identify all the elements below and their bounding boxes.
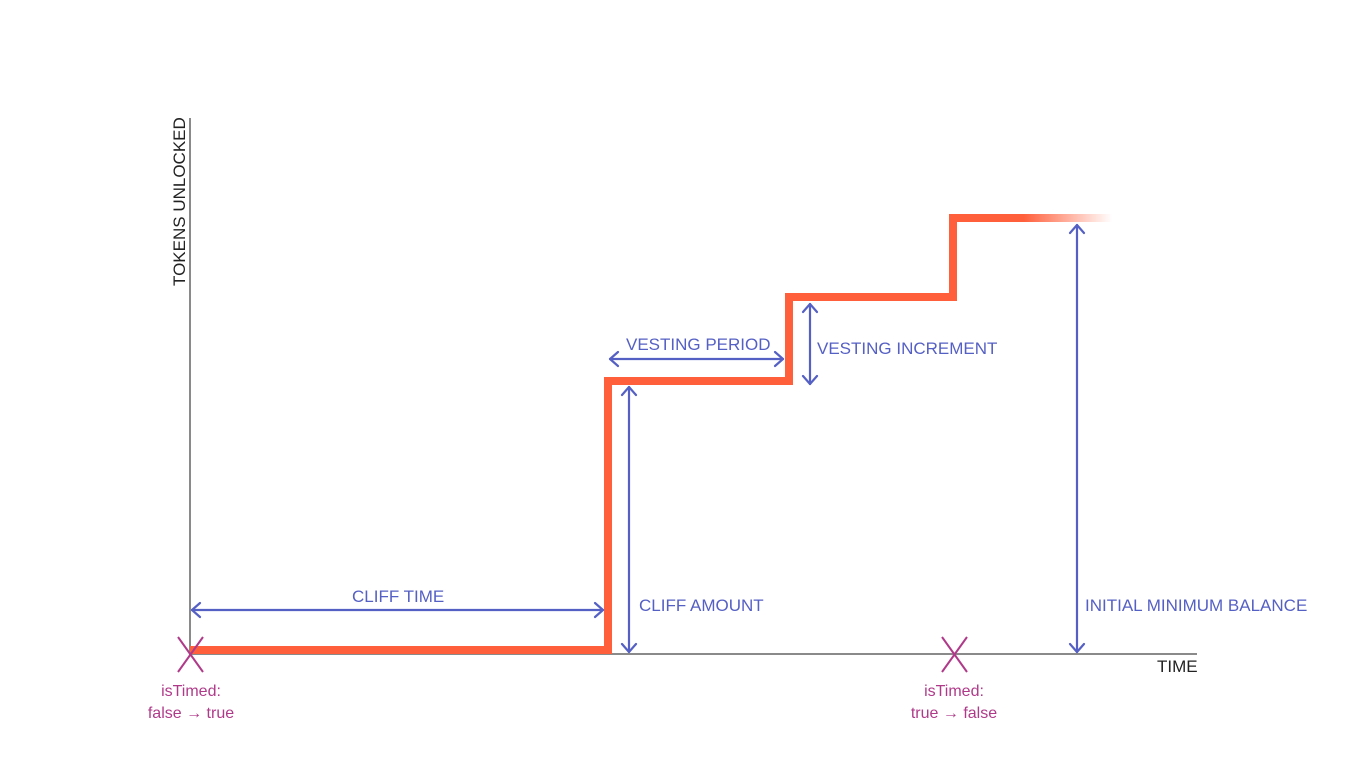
vesting-increment-label: VESTING INCREMENT: [817, 339, 997, 358]
event-marker-start-x-icon: [177, 636, 204, 673]
event-start-label-line1: isTimed:: [161, 683, 221, 700]
event-end-label-line1: isTimed:: [924, 683, 984, 700]
cliff-time-label: CLIFF TIME: [352, 587, 444, 606]
vesting-period-arrow: [608, 350, 785, 368]
vesting-increment-arrow: [801, 302, 819, 386]
initial-minimum-balance-label: INITIAL MINIMUM BALANCE: [1085, 596, 1307, 615]
cliff-amount-label: CLIFF AMOUNT: [639, 596, 764, 615]
initial-minimum-balance-arrow: [1068, 223, 1086, 654]
x-axis-label: TIME: [1157, 657, 1198, 676]
cliff-time-arrow: [190, 601, 605, 619]
vesting-step-curve: [190, 214, 1000, 654]
event-start-label-line2: false → true: [148, 705, 234, 722]
event-end-label-line2: true → false: [911, 705, 997, 722]
vesting-period-label: VESTING PERIOD: [626, 335, 771, 354]
cliff-amount-arrow: [620, 385, 638, 654]
y-axis-label: TOKENS UNLOCKED: [170, 117, 189, 286]
event-marker-end-x-icon: [941, 636, 968, 673]
